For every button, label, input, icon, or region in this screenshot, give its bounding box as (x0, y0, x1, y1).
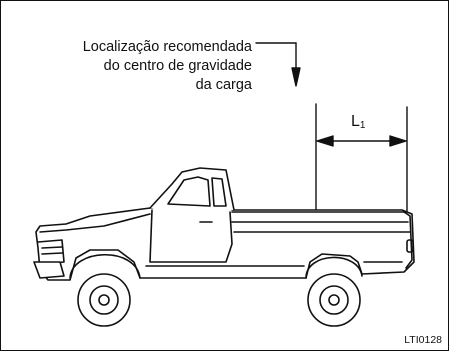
truck-door (149, 209, 233, 263)
dimension-arrow-right-icon (389, 135, 407, 147)
truck-tailgate (403, 211, 413, 269)
callout-text: Localização recomendada do centro de gra… (20, 38, 252, 95)
callout-line-1: Localização recomendada (82, 39, 252, 55)
dimension-subscript: 1 (359, 120, 366, 131)
callout-line-2: do centro de gravidade (103, 58, 252, 74)
front-wheel (77, 273, 131, 327)
dimension-arrow-left-icon (316, 135, 334, 147)
truck-window-rear (211, 177, 227, 207)
callout-line-3: da carga (195, 77, 252, 93)
dimension-symbol: L (351, 113, 360, 130)
truck-window (167, 176, 211, 207)
rear-wheel (307, 273, 361, 327)
figure-code: LTI0128 (404, 334, 442, 346)
pickup-truck-illustration (33, 167, 415, 281)
truck-body (35, 185, 415, 281)
down-arrow-icon (291, 67, 301, 87)
dimension-label: L1 (351, 113, 365, 131)
callout-leader (255, 42, 301, 87)
truck-cab (149, 167, 235, 211)
truck-bumper (33, 261, 65, 279)
